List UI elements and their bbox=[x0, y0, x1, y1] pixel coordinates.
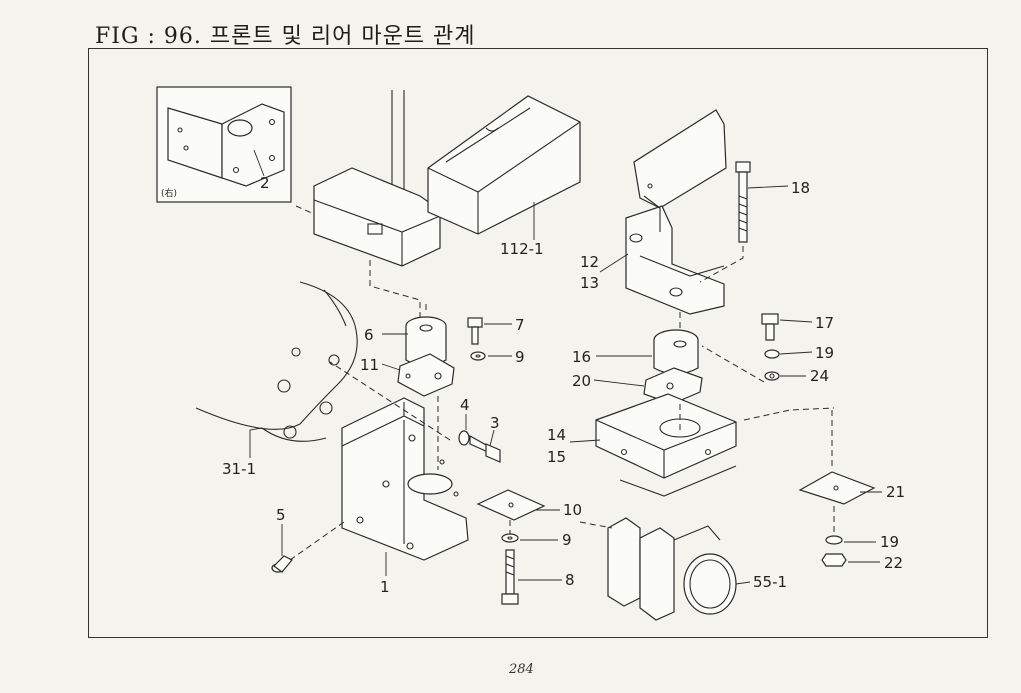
diagram-frame bbox=[88, 48, 988, 638]
callout-14: 14 bbox=[547, 426, 566, 444]
callout-12: 12 bbox=[580, 253, 599, 271]
callout-20: 20 bbox=[572, 372, 591, 390]
callout-19-upper: 19 bbox=[815, 344, 834, 362]
part-5-pin bbox=[271, 521, 345, 573]
part-112-1-box bbox=[427, 95, 581, 235]
page-number: 284 bbox=[509, 662, 534, 677]
part-16-20-mount bbox=[643, 329, 703, 405]
callout-19-lower: 19 bbox=[880, 533, 899, 551]
callout-18: 18 bbox=[791, 179, 810, 197]
callout-15: 15 bbox=[547, 448, 566, 466]
callout-112-1: 112-1 bbox=[500, 240, 544, 258]
part-3-bolt bbox=[458, 430, 501, 463]
part-31-1-engine bbox=[195, 281, 358, 442]
part-14-15-bracket bbox=[595, 393, 737, 497]
part-55-1-transmission bbox=[607, 517, 737, 621]
callout-9-upper: 9 bbox=[515, 348, 525, 366]
part-10-plate bbox=[476, 489, 546, 605]
part-1-bracket bbox=[341, 397, 469, 561]
callout-10: 10 bbox=[563, 501, 582, 519]
part-18-bolt bbox=[699, 161, 751, 283]
figure-title: FIG : 96. 프론트 및 리어 마운트 관계 bbox=[95, 24, 476, 49]
frame-rail bbox=[295, 90, 441, 322]
inset-tag: (右) bbox=[161, 187, 177, 199]
callout-17: 17 bbox=[815, 314, 834, 332]
callout-16: 16 bbox=[572, 348, 591, 366]
callout-2: 2 bbox=[260, 174, 270, 192]
callout-5: 5 bbox=[276, 506, 286, 524]
callout-31-1: 31-1 bbox=[222, 460, 256, 478]
part-17-bolt bbox=[701, 313, 780, 383]
inset-detail: (右) bbox=[156, 86, 292, 203]
callout-labels: 2 112-1 18 12 13 6 7 11 9 17 19 16 20 24… bbox=[222, 174, 905, 596]
callout-11: 11 bbox=[360, 356, 379, 374]
callout-22: 22 bbox=[884, 554, 903, 572]
callout-1: 1 bbox=[380, 578, 390, 596]
callout-13: 13 bbox=[580, 274, 599, 292]
callout-9-lower: 9 bbox=[562, 531, 572, 549]
part-7-bolt bbox=[467, 317, 486, 361]
callout-7: 7 bbox=[515, 316, 525, 334]
assembly-center-lines bbox=[329, 300, 835, 534]
callout-6: 6 bbox=[364, 326, 374, 344]
callout-8: 8 bbox=[565, 571, 575, 589]
part-6-11-mount bbox=[397, 316, 455, 397]
part-12-13-bracket bbox=[625, 109, 727, 315]
callout-55-1: 55-1 bbox=[753, 573, 787, 591]
callout-3: 3 bbox=[490, 414, 500, 432]
leader-lines bbox=[249, 149, 882, 585]
callout-21: 21 bbox=[886, 483, 905, 501]
callout-4: 4 bbox=[460, 396, 470, 414]
part-21-plate bbox=[798, 410, 876, 567]
callout-24: 24 bbox=[810, 367, 829, 385]
